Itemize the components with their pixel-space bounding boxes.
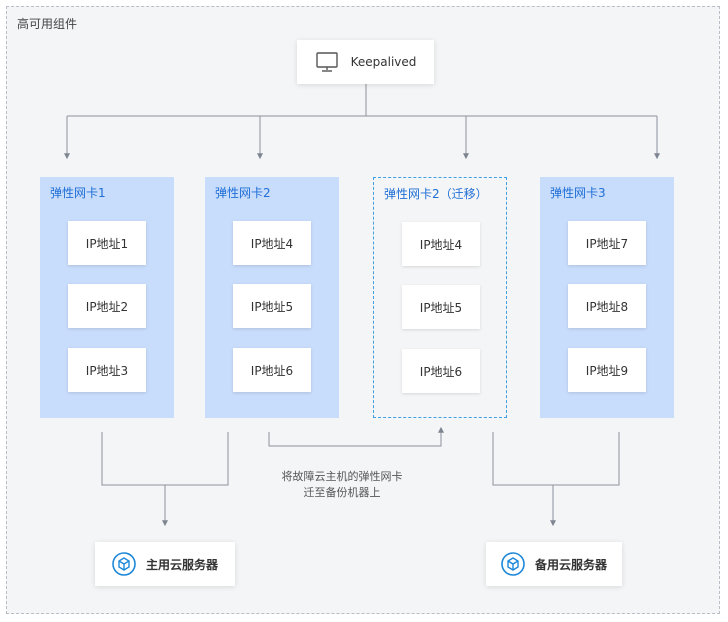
ip-address-box: IP地址5 <box>402 285 480 329</box>
migration-arrow <box>268 426 444 447</box>
ip-address-box: IP地址4 <box>402 222 480 266</box>
cloud-server-icon <box>112 552 136 576</box>
ip-address-box: IP地址1 <box>68 221 146 265</box>
primary-nics-bracket <box>101 432 229 486</box>
monitor-icon <box>315 52 338 72</box>
nic-3: 弹性网卡3 IP地址7 IP地址8 IP地址9 <box>540 177 674 418</box>
group-label: 高可用组件 <box>17 17 78 31</box>
nic-2: 弹性网卡2 IP地址4 IP地址5 IP地址6 <box>205 177 339 418</box>
migration-caption-line1: 将故障云主机的弹性网卡 <box>281 470 403 483</box>
migration-caption: 将故障云主机的弹性网卡 迁至备份机器上 <box>268 469 416 501</box>
cloud-server-icon <box>501 552 525 576</box>
keepalived-node: Keepalived <box>297 40 434 84</box>
ip-address-box: IP地址3 <box>68 348 146 392</box>
primary-server-node: 主用云服务器 <box>95 542 235 586</box>
ip-address-box: IP地址6 <box>233 348 311 392</box>
migration-caption-line2: 迁至备份机器上 <box>303 486 381 499</box>
ip-address-box: IP地址7 <box>568 221 646 265</box>
ip-address-box: IP地址9 <box>568 348 646 392</box>
keepalived-label: Keepalived <box>350 55 417 69</box>
nic-title: 弹性网卡2（迁移） <box>384 187 488 201</box>
backup-server-node: 备用云服务器 <box>486 542 622 586</box>
primary-server-label: 主用云服务器 <box>145 557 218 572</box>
nic-title: 弹性网卡3 <box>550 186 606 200</box>
ip-address-box: IP地址5 <box>233 284 311 328</box>
nic-2-migrated: 弹性网卡2（迁移） IP地址4 IP地址5 IP地址6 <box>373 177 507 418</box>
ip-address-box: IP地址4 <box>233 221 311 265</box>
ip-address-box: IP地址2 <box>68 284 146 328</box>
backup-server-label: 备用云服务器 <box>534 557 607 572</box>
nic-title: 弹性网卡2 <box>215 186 271 200</box>
backup-nics-bracket <box>492 432 620 486</box>
nic-title: 弹性网卡1 <box>50 186 106 200</box>
ip-address-box: IP地址6 <box>402 349 480 393</box>
ip-address-box: IP地址8 <box>568 284 646 328</box>
nic-1: 弹性网卡1 IP地址1 IP地址2 IP地址3 <box>40 177 174 418</box>
